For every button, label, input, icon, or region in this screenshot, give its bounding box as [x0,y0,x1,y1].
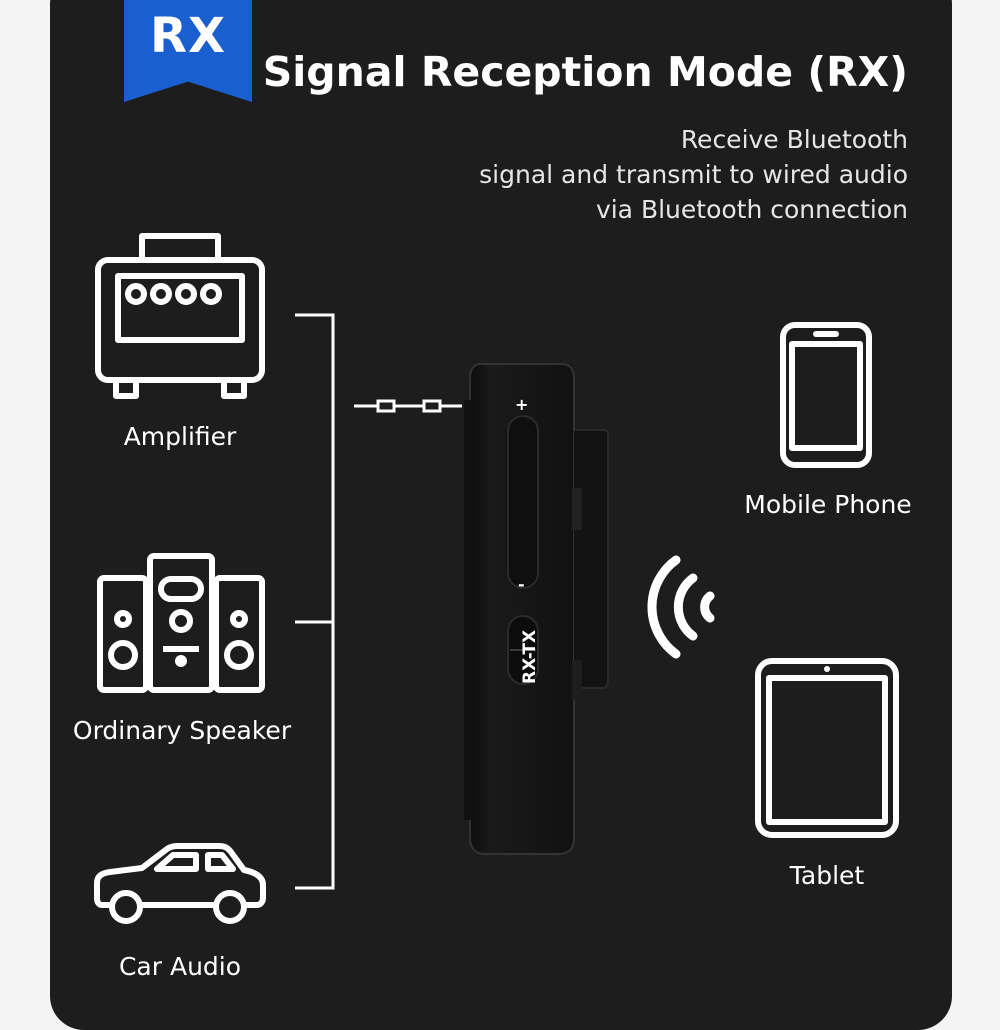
receiver-device [464,363,609,855]
output-label-car: Car Audio [118,952,242,981]
mode-switch-label: RX-TX [520,629,540,684]
page-subtitle: Receive Bluetooth signal and transmit to… [388,122,908,227]
tablet-icon [755,658,899,838]
subtitle-line-2: signal and transmit to wired audio [479,160,908,189]
mobile-phone-icon [780,322,872,468]
amplifier-icon [95,233,265,399]
subtitle-line-3: via Bluetooth connection [595,195,908,224]
volume-down-label: - [518,575,525,594]
wireless-signal-icon [647,555,715,659]
speaker-icon [97,553,265,693]
source-label-tablet: Tablet [789,861,865,890]
volume-up-label: + [515,395,529,414]
subtitle-line-1: Receive Bluetooth [680,125,908,154]
audio-cable-icon [354,399,462,413]
car-icon [94,843,266,924]
output-label-amplifier: Amplifier [123,422,237,451]
mode-badge-text: RX [150,8,226,64]
page-title: Signal Reception Mode (RX) [262,48,908,96]
output-bracket [295,313,335,890]
output-label-speaker: Ordinary Speaker [72,716,292,745]
source-label-mobile-phone: Mobile Phone [744,490,912,519]
